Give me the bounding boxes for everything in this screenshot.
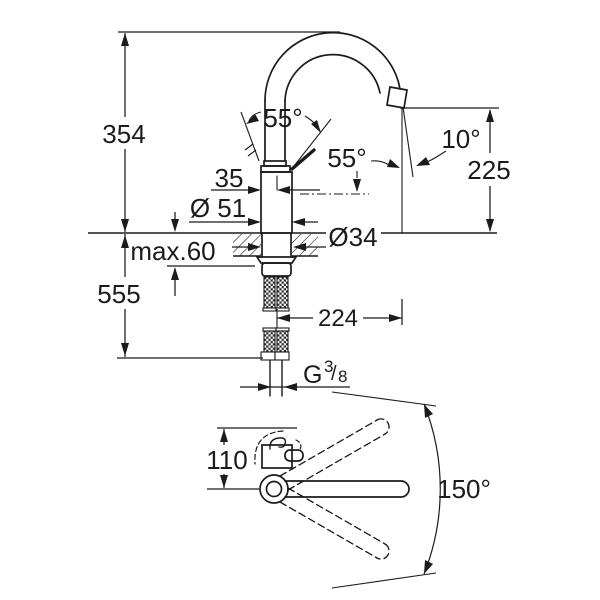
dimension-labels: 354 555 max.60 35 Ø 51 Ø34 55° 55° 10° 2…	[97, 103, 510, 504]
swivel-arm	[284, 480, 410, 498]
dim-handle-height: 110	[206, 445, 247, 475]
thread-label: G 3 / 8	[303, 357, 347, 389]
swivel-angle-arc	[423, 403, 441, 575]
top-view-arrowheads	[220, 404, 433, 574]
front-view-arrowheads	[121, 33, 494, 391]
dim-total-height: 354	[102, 119, 145, 149]
dim-handle-angle-left: 55°	[263, 103, 302, 133]
dim-body-offset: 35	[215, 163, 244, 193]
mounting-washer	[255, 256, 298, 264]
thread-numerator: 3	[324, 357, 333, 376]
lever-top	[284, 449, 304, 462]
dim-shank-diameter: Ø34	[328, 222, 377, 252]
locknut	[261, 262, 292, 277]
spout-outer-arc	[264, 31, 401, 102]
spout-nozzle	[386, 86, 408, 109]
thread-slash: /	[331, 363, 337, 385]
lever-swing-dashed	[254, 430, 284, 465]
lever-swing-dashed-2	[295, 439, 302, 451]
thread-letter: G	[303, 361, 322, 389]
dim-spout-angle: 10°	[441, 124, 480, 154]
dim-body-diameter: Ø 51	[190, 193, 246, 223]
dim-swivel-angle: 150°	[437, 474, 491, 504]
front-view-faucet-outline	[255, 31, 408, 397]
pivot-inner	[265, 480, 283, 498]
top-view-dimension-lines	[207, 391, 441, 589]
label-backgrounds	[96, 117, 515, 474]
dim-hose-length: 555	[97, 279, 140, 309]
lever-handle	[290, 148, 316, 171]
front-view-dimension-lines	[88, 31, 499, 388]
spout-inner-arc	[284, 53, 381, 102]
thread-tubes	[269, 359, 283, 397]
lever-curl	[269, 437, 287, 450]
supply-hoses	[260, 276, 290, 361]
swivel-arm-extreme-positions	[279, 418, 390, 560]
mounting-shank	[261, 232, 292, 258]
collar-lower	[260, 165, 291, 173]
cartridge-top	[261, 444, 293, 469]
dim-spout-clearance: 225	[467, 155, 510, 185]
dim-reach: 224	[318, 305, 358, 332]
dim-max-deck: max.60	[130, 236, 215, 266]
counter-hatch	[233, 234, 318, 257]
top-view-outline	[254, 418, 410, 560]
thread-denominator: 8	[338, 367, 347, 386]
dim-handle-angle-right: 55°	[327, 143, 366, 173]
pivot-outer	[259, 474, 289, 504]
riser-tube	[264, 100, 286, 162]
